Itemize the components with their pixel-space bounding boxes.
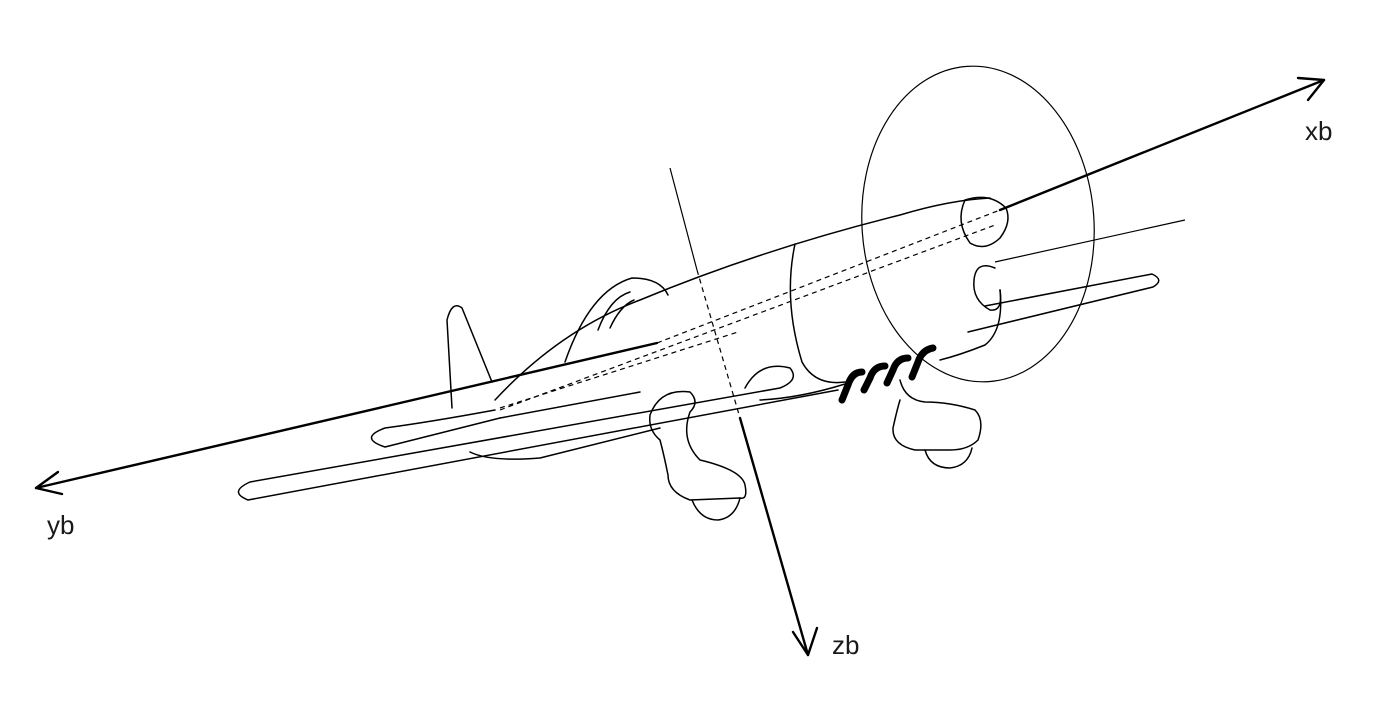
zb-axis-arrowhead: [791, 626, 819, 657]
engine-cowling-lower: [939, 289, 1002, 361]
xb-axis-label: xb: [1305, 116, 1332, 146]
horizontal-stabilizer: [370, 409, 501, 448]
cowling-intake: [973, 265, 1002, 311]
left-wing-fairing: [469, 427, 661, 460]
zb-axis-dashed: [696, 269, 741, 419]
right-wing-reference-line: [994, 219, 1186, 263]
exhaust-stacks: [838, 344, 937, 404]
tail-fin: [446, 305, 493, 409]
zb-axis: [738, 416, 810, 657]
zb-axis-label: zb: [832, 630, 859, 660]
xb-axis: [998, 78, 1326, 212]
propeller-disk: [861, 65, 1095, 383]
yb-axis-label: yb: [47, 510, 74, 540]
xb-axis-dashed: [656, 209, 1001, 344]
engine-cowling: [789, 243, 846, 384]
left-wheel: [691, 497, 741, 521]
yb-axis-arrowhead: [34, 470, 64, 496]
right-wing: [967, 273, 1160, 333]
xb-axis-arrowhead: [1296, 76, 1326, 102]
yb-axis: [34, 341, 659, 490]
canopy-frame: [597, 291, 635, 331]
left-landing-gear: [648, 390, 747, 501]
canopy: [564, 277, 669, 363]
right-landing-gear: [892, 379, 982, 451]
fuselage-bottom: [499, 383, 846, 419]
yb-axis-dashed: [499, 331, 739, 409]
left-wing: [237, 365, 839, 501]
fuselage-centerline-dashed: [499, 224, 996, 411]
right-wheel: [924, 447, 973, 469]
fuselage-top: [494, 197, 991, 401]
zb-axis-upper-reference: [669, 167, 698, 271]
propeller-spinner: [960, 196, 1009, 248]
